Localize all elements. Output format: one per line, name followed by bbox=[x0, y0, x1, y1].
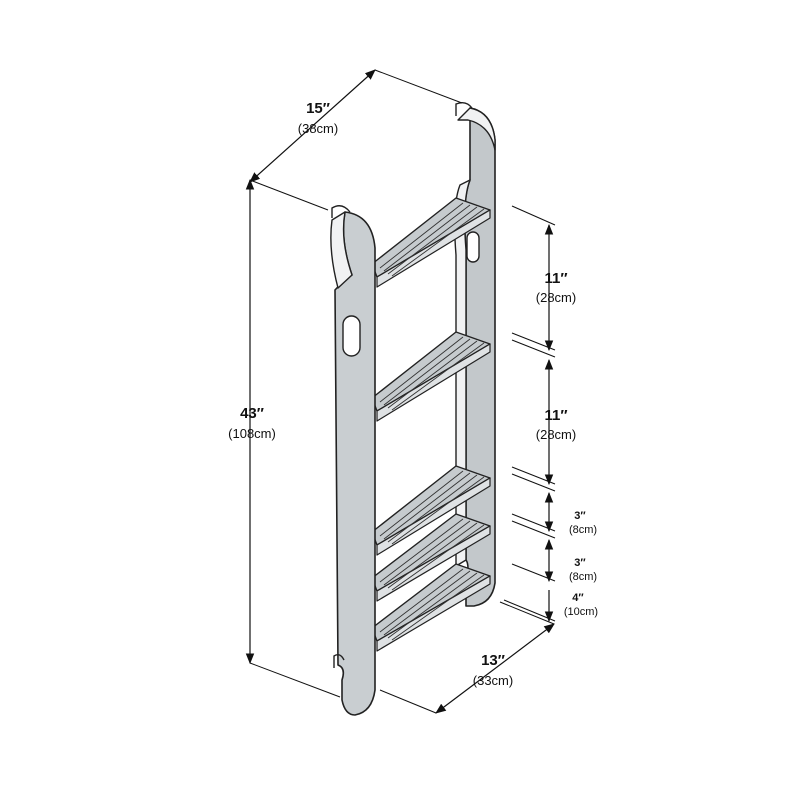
shelf-gap-4-imperial: 3″ bbox=[574, 557, 586, 569]
height-metric: (108cm) bbox=[228, 426, 276, 441]
left-handle-hole bbox=[342, 315, 361, 357]
bottom-gap-imperial: 4″ bbox=[572, 592, 584, 604]
height-imperial: 43″ bbox=[240, 405, 264, 422]
left-side-panel bbox=[330, 205, 376, 716]
shelf-gap-2-metric: (28cm) bbox=[536, 427, 576, 442]
shelf-gap-4-metric: (8cm) bbox=[569, 571, 597, 583]
right-handle-hole bbox=[466, 231, 480, 263]
width-dimension: 15″ (38cm) bbox=[249, 69, 463, 183]
shelf-unit bbox=[330, 101, 496, 716]
shelf-gap-3-imperial: 3″ bbox=[574, 510, 586, 522]
shelf-4 bbox=[371, 513, 491, 602]
depth-dimension: 13″ (33cm) bbox=[379, 601, 555, 714]
shelf-1 bbox=[371, 197, 491, 288]
shelf-spacing-dimensions: 11″ (28cm) 11″ (28cm) 3″ (8cm) 3″ (8cm) … bbox=[503, 205, 598, 623]
depth-imperial: 13″ bbox=[481, 652, 505, 669]
shelf-gap-1-metric: (28cm) bbox=[536, 290, 576, 305]
shelf-gap-2-imperial: 11″ bbox=[544, 407, 567, 424]
shelf-gap-1-imperial: 11″ bbox=[544, 270, 567, 287]
shelf-gap-3-metric: (8cm) bbox=[569, 524, 597, 536]
height-dimension: 43″ (108cm) bbox=[228, 178, 341, 698]
width-imperial: 15″ bbox=[306, 100, 330, 117]
left-top-hook bbox=[331, 205, 351, 218]
width-metric: (38cm) bbox=[298, 121, 338, 136]
left-bottom-hook bbox=[333, 653, 345, 668]
bottom-gap-metric: (10cm) bbox=[564, 606, 598, 618]
right-top-hook bbox=[455, 101, 473, 116]
depth-metric: (33cm) bbox=[473, 673, 513, 688]
